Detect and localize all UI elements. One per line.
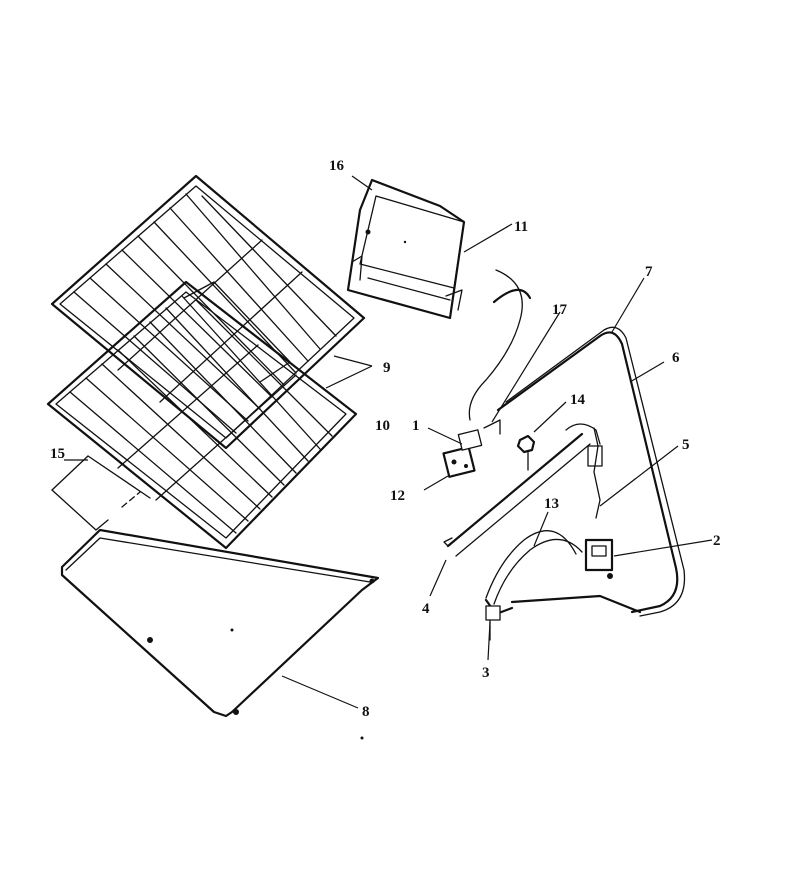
callout-12: 12 — [390, 488, 405, 504]
callout-5: 5 — [682, 437, 690, 453]
callout-1: 1 — [412, 418, 420, 434]
oven-rack-upper — [50, 174, 366, 450]
igniter-wire — [468, 269, 523, 421]
callout-2: 2 — [713, 533, 721, 549]
oven-baffle — [51, 455, 151, 531]
callout-15: 15 — [50, 446, 65, 462]
oven-rack-lower — [46, 280, 358, 550]
callout-11: 11 — [514, 219, 528, 235]
callout-labels: 16 11 9 17 7 6 14 5 2 13 10 1 12 4 3 15 … — [50, 158, 721, 720]
callout-4: 4 — [422, 601, 430, 617]
callout-9: 9 — [383, 360, 391, 376]
pressure-regulator — [584, 538, 614, 579]
leader-lines — [64, 175, 713, 709]
callout-17: 17 — [552, 302, 568, 318]
callout-13: 13 — [544, 496, 559, 512]
callout-3: 3 — [482, 665, 490, 681]
burner-box — [346, 178, 466, 320]
callout-16: 16 — [329, 158, 345, 174]
callout-14: 14 — [570, 392, 586, 408]
safety-valve — [442, 419, 501, 478]
igniter — [587, 427, 603, 519]
callout-10: 10 — [375, 418, 390, 434]
hex-fitting — [516, 434, 536, 454]
stray-dot — [360, 736, 364, 740]
callout-6: 6 — [672, 350, 680, 366]
callout-7: 7 — [645, 264, 653, 280]
bottom-panel — [60, 528, 380, 718]
wire-harness — [485, 530, 642, 614]
callout-8: 8 — [362, 704, 370, 720]
gas-tubing — [492, 288, 686, 617]
